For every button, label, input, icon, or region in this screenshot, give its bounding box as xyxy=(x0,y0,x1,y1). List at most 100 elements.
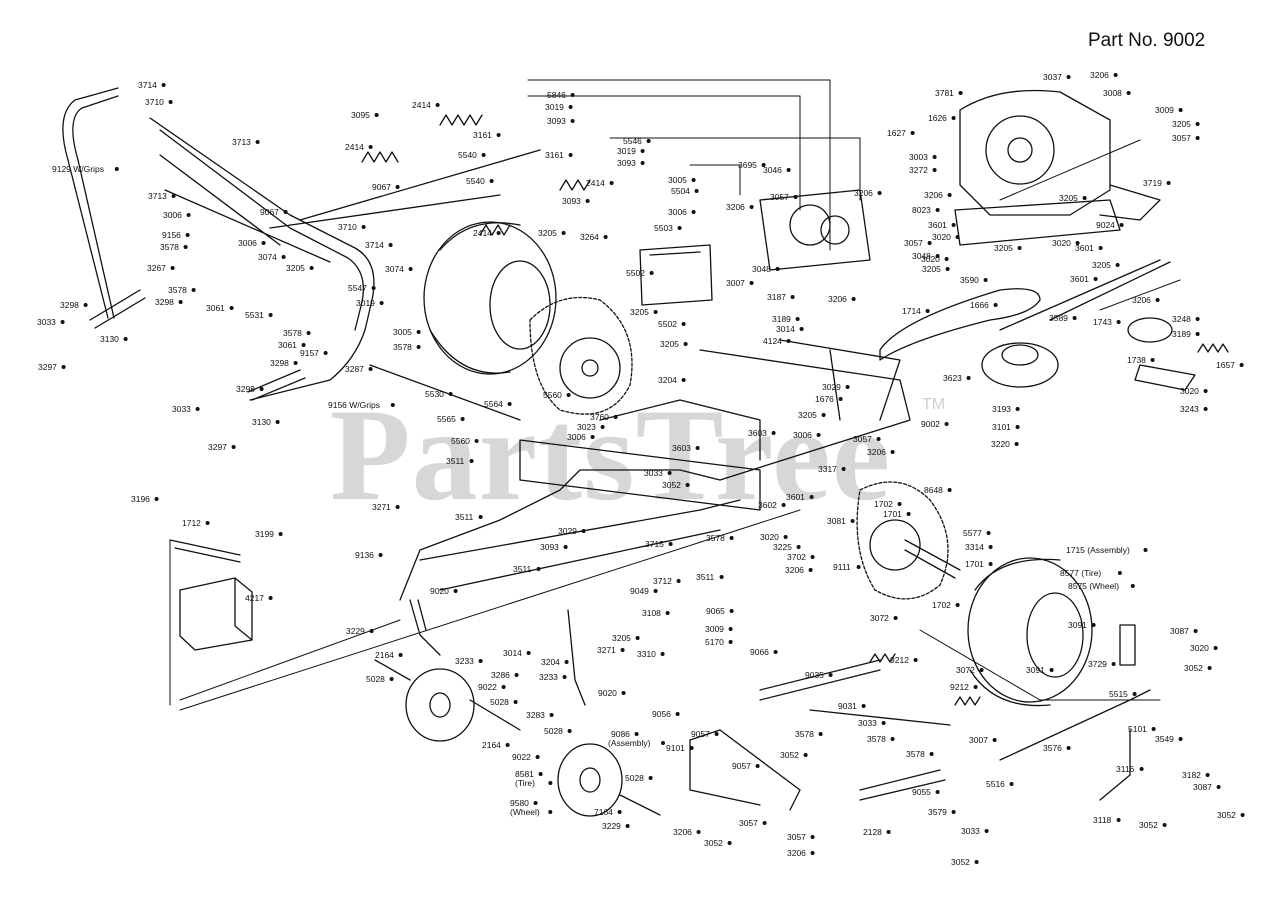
callout-hardware-dot xyxy=(548,781,553,785)
part-callout: 1743 xyxy=(1093,317,1112,327)
callout-hardware-dot xyxy=(123,337,128,341)
part-callout: 3057 xyxy=(1172,133,1191,143)
part-callout: 3205 xyxy=(922,264,941,274)
part-callout: 3719 xyxy=(1143,178,1162,188)
callout-hardware-dot xyxy=(795,317,800,321)
callout-hardware-dot xyxy=(369,629,374,633)
callout-hardware-dot xyxy=(1207,666,1212,670)
part-callout: 5101 xyxy=(1128,724,1147,734)
part-callout: 5504 xyxy=(671,186,690,196)
callout-hardware-dot xyxy=(947,488,952,492)
callout-hardware-dot xyxy=(1195,317,1200,321)
part-callout: 3272 xyxy=(909,165,928,175)
callout-hardware-dot xyxy=(1239,363,1244,367)
callout-hardware-dot xyxy=(395,505,400,509)
part-callout: 3193 xyxy=(992,404,1011,414)
callout-hardware-dot xyxy=(168,100,173,104)
part-callout: 9101 xyxy=(666,743,685,753)
part-callout: 3579 xyxy=(928,807,947,817)
callout-hardware-dot xyxy=(60,320,65,324)
callout-hardware-dot xyxy=(566,393,571,397)
callout-hardware-dot xyxy=(893,616,898,620)
part-callout: 3072 xyxy=(956,665,975,675)
part-callout: 3057 xyxy=(787,832,806,842)
part-callout: 9031 xyxy=(838,701,857,711)
callout-hardware-dot xyxy=(955,235,960,239)
part-callout: 3052 xyxy=(951,857,970,867)
callout-hardware-dot xyxy=(818,732,823,736)
part-callout: 1676 xyxy=(815,394,834,404)
part-callout: 3603 xyxy=(748,428,767,438)
part-callout: 5547 xyxy=(348,283,367,293)
part-callout: 9055 xyxy=(912,787,931,797)
part-callout: 3118 xyxy=(1093,815,1112,825)
callout-hardware-dot xyxy=(681,322,686,326)
part-callout: 3590 xyxy=(960,275,979,285)
callout-hardware-dot xyxy=(581,529,586,533)
callout-hardware-dot xyxy=(567,729,572,733)
callout-hardware-dot xyxy=(1116,320,1121,324)
callout-hardware-dot xyxy=(379,301,384,305)
spring-2414b xyxy=(361,151,399,163)
callout-hardware-dot xyxy=(231,445,236,449)
part-callout: 3233 xyxy=(539,672,558,682)
callout-hardware-dot xyxy=(958,91,963,95)
engine-leader xyxy=(999,139,1181,311)
part-callout: 9035 xyxy=(805,670,824,680)
part-callout: 3196 xyxy=(131,494,150,504)
tire-right-outer xyxy=(967,557,1093,703)
grip-right xyxy=(247,369,306,401)
tire-left-tread xyxy=(429,222,521,374)
part-callout: 3298 xyxy=(270,358,289,368)
part-callout: 3229 xyxy=(346,626,365,636)
part-callout: 3589 xyxy=(1049,313,1068,323)
callout-hardware-dot xyxy=(810,851,815,855)
callout-hardware-dot xyxy=(275,420,280,424)
part-callout: 9049 xyxy=(630,586,649,596)
callout-hardware-dot xyxy=(1115,263,1120,267)
belt-1714 xyxy=(879,288,1041,361)
part-callout: 3298 xyxy=(236,384,255,394)
callout-hardware-dot xyxy=(793,195,798,199)
frame-crossmember xyxy=(519,439,761,511)
callout-hardware-dot xyxy=(1093,277,1098,281)
callout-hardware-dot xyxy=(762,821,767,825)
callout-hardware-dot xyxy=(374,113,379,117)
part-callout: 3072 xyxy=(870,613,889,623)
callout-hardware-dot xyxy=(268,596,273,600)
part-callout: 3019 xyxy=(545,102,564,112)
part-callout: 1702 xyxy=(874,499,893,509)
part-callout: 3283 xyxy=(526,710,545,720)
part-callout: 3093 xyxy=(540,542,559,552)
rod-5530 xyxy=(369,364,521,421)
callout-hardware-dot xyxy=(625,824,630,828)
frame-right-long xyxy=(919,629,1161,701)
part-callout: 1626 xyxy=(928,113,947,123)
callout-hardware-dot xyxy=(992,738,997,742)
callout-hardware-dot xyxy=(538,772,543,776)
callout-hardware-dot xyxy=(1126,91,1131,95)
part-callout: 3052 xyxy=(780,750,799,760)
part-callout: 5540 xyxy=(466,176,485,186)
part-callout: 3108 xyxy=(642,608,661,618)
callout-hardware-dot xyxy=(973,685,978,689)
part-callout: 3511 xyxy=(446,456,465,466)
callout-hardware-dot xyxy=(944,422,949,426)
callout-hardware-dot xyxy=(536,567,541,571)
callout-hardware-dot xyxy=(368,367,373,371)
callout-hardware-dot xyxy=(695,446,700,450)
callout-hardware-dot xyxy=(1066,746,1071,750)
callout-hardware-dot xyxy=(513,700,518,704)
callout-hardware-dot xyxy=(114,167,119,171)
part-callout: 3061 xyxy=(206,303,225,313)
part-callout: 3206 xyxy=(787,848,806,858)
callout-hardware-dot xyxy=(729,609,734,613)
part-callout: 5564 xyxy=(484,399,503,409)
part-callout: 3578 xyxy=(160,242,179,252)
callout-hardware-dot xyxy=(183,245,188,249)
callout-hardware-dot xyxy=(563,545,568,549)
part-callout: 3578 xyxy=(706,533,725,543)
sprocket-right xyxy=(869,519,921,571)
